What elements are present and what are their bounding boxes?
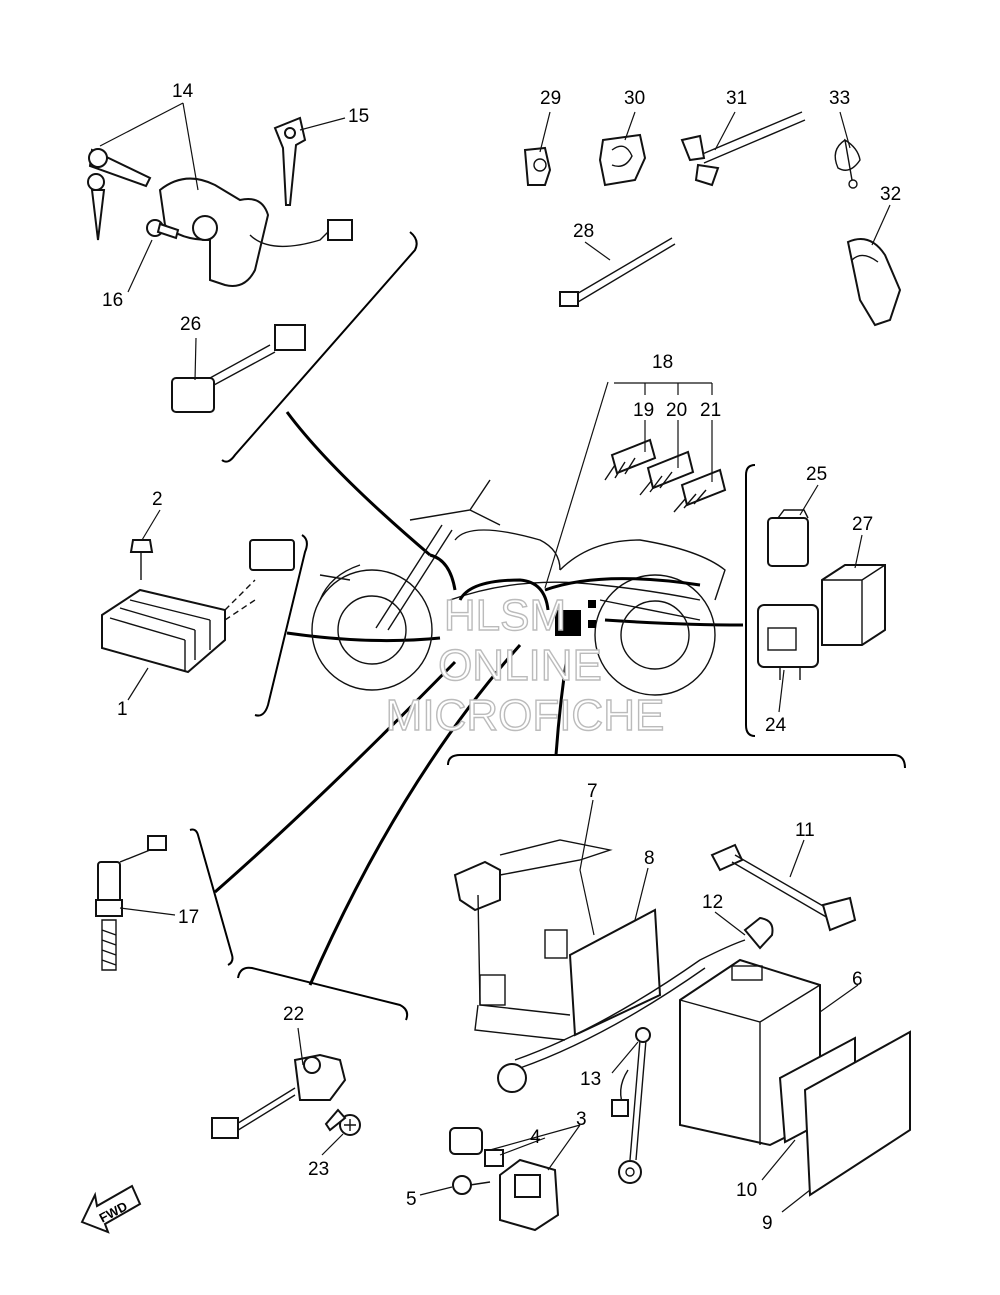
callout-2: 2: [152, 489, 163, 510]
pad-part-9: [803, 1030, 911, 1197]
band-part-11: [710, 843, 857, 932]
callout-5: 5: [406, 1189, 417, 1210]
callout-12: 12: [702, 892, 723, 913]
battery-box-part-7: [453, 839, 613, 1041]
callout-29: 29: [540, 88, 561, 109]
sidestand-switch-part-22: [211, 1053, 347, 1139]
fuse-part-19: [604, 438, 657, 481]
motorcycle-outline: [311, 479, 726, 696]
leader-lines: [99, 102, 891, 1213]
callout-9: 9: [762, 1213, 773, 1234]
callout-1: 1: [117, 699, 128, 720]
watermark: HLSM ONLINE MICROFICHE: [385, 590, 665, 740]
cover-part-8: [568, 908, 662, 1037]
cable-tie-part-28: [559, 237, 676, 307]
callout-33: 33: [829, 88, 850, 109]
callout-17: 17: [178, 907, 199, 928]
callout-28: 28: [573, 221, 594, 242]
clamp-part-29: [523, 146, 552, 186]
callout-11: 11: [795, 820, 815, 841]
positive-lead-part-12: [497, 916, 774, 1093]
callout-3: 3: [576, 1109, 587, 1130]
relay-part-24: [757, 604, 819, 680]
callout-labels: 14 15 16 26 2 1 17 22 23 3 4 5 13 7 8 12…: [102, 81, 901, 1234]
screw-part-23: [324, 1108, 361, 1136]
callout-26: 26: [180, 314, 201, 335]
forward-direction-arrow: FWD: [80, 1184, 142, 1234]
clamp-part-30: [598, 133, 647, 187]
callout-6: 6: [852, 969, 863, 990]
screw-part-5: [452, 1175, 491, 1195]
callout-16: 16: [102, 290, 123, 311]
callout-15: 15: [348, 106, 369, 127]
callout-32: 32: [880, 184, 901, 205]
callout-31: 31: [726, 88, 747, 109]
callout-13: 13: [580, 1069, 601, 1090]
relay-part-27: [821, 564, 886, 646]
key-part-15: [273, 116, 307, 206]
watermark-line-3: MICROFICHE: [386, 691, 665, 740]
callout-8: 8: [644, 848, 655, 869]
callout-30: 30: [624, 88, 645, 109]
callout-20: 20: [666, 400, 687, 421]
fuse-part-20: [639, 450, 695, 496]
watermark-line-1: HLSM: [444, 591, 566, 640]
callout-22: 22: [283, 1004, 304, 1025]
callout-10: 10: [736, 1180, 757, 1201]
negative-lead-part-13: [611, 1027, 651, 1184]
watermark-line-2: ONLINE: [438, 641, 602, 690]
rectifier-regulator-part-1: [101, 539, 295, 674]
starter-relay-part-3: [499, 1158, 560, 1232]
fuse-part-21: [673, 468, 727, 513]
cable-tie-part-31: [680, 111, 806, 187]
callout-14: 14: [172, 81, 194, 102]
callout-4: 4: [530, 1127, 541, 1148]
relay-part-25: [767, 509, 809, 567]
neutral-switch-part-17: [95, 835, 167, 971]
clamp-part-32: [846, 238, 902, 327]
cap-part-3: [449, 1127, 483, 1155]
bolt-part-2: [129, 539, 154, 580]
callout-19: 19: [633, 400, 654, 421]
callout-18: 18: [652, 352, 673, 373]
callout-7: 7: [587, 781, 598, 802]
callout-27: 27: [852, 514, 873, 535]
main-switch-assy-part-14: [87, 148, 353, 287]
lead-part-26: [171, 324, 306, 413]
fuse-part-4: [484, 1149, 504, 1167]
callout-23: 23: [308, 1159, 329, 1180]
callout-24: 24: [765, 715, 787, 736]
callout-25: 25: [806, 464, 827, 485]
clip-part-33: [834, 138, 861, 189]
bolt-part-16: [146, 219, 180, 240]
callout-21: 21: [700, 400, 721, 421]
section-brackets: [189, 231, 906, 1021]
